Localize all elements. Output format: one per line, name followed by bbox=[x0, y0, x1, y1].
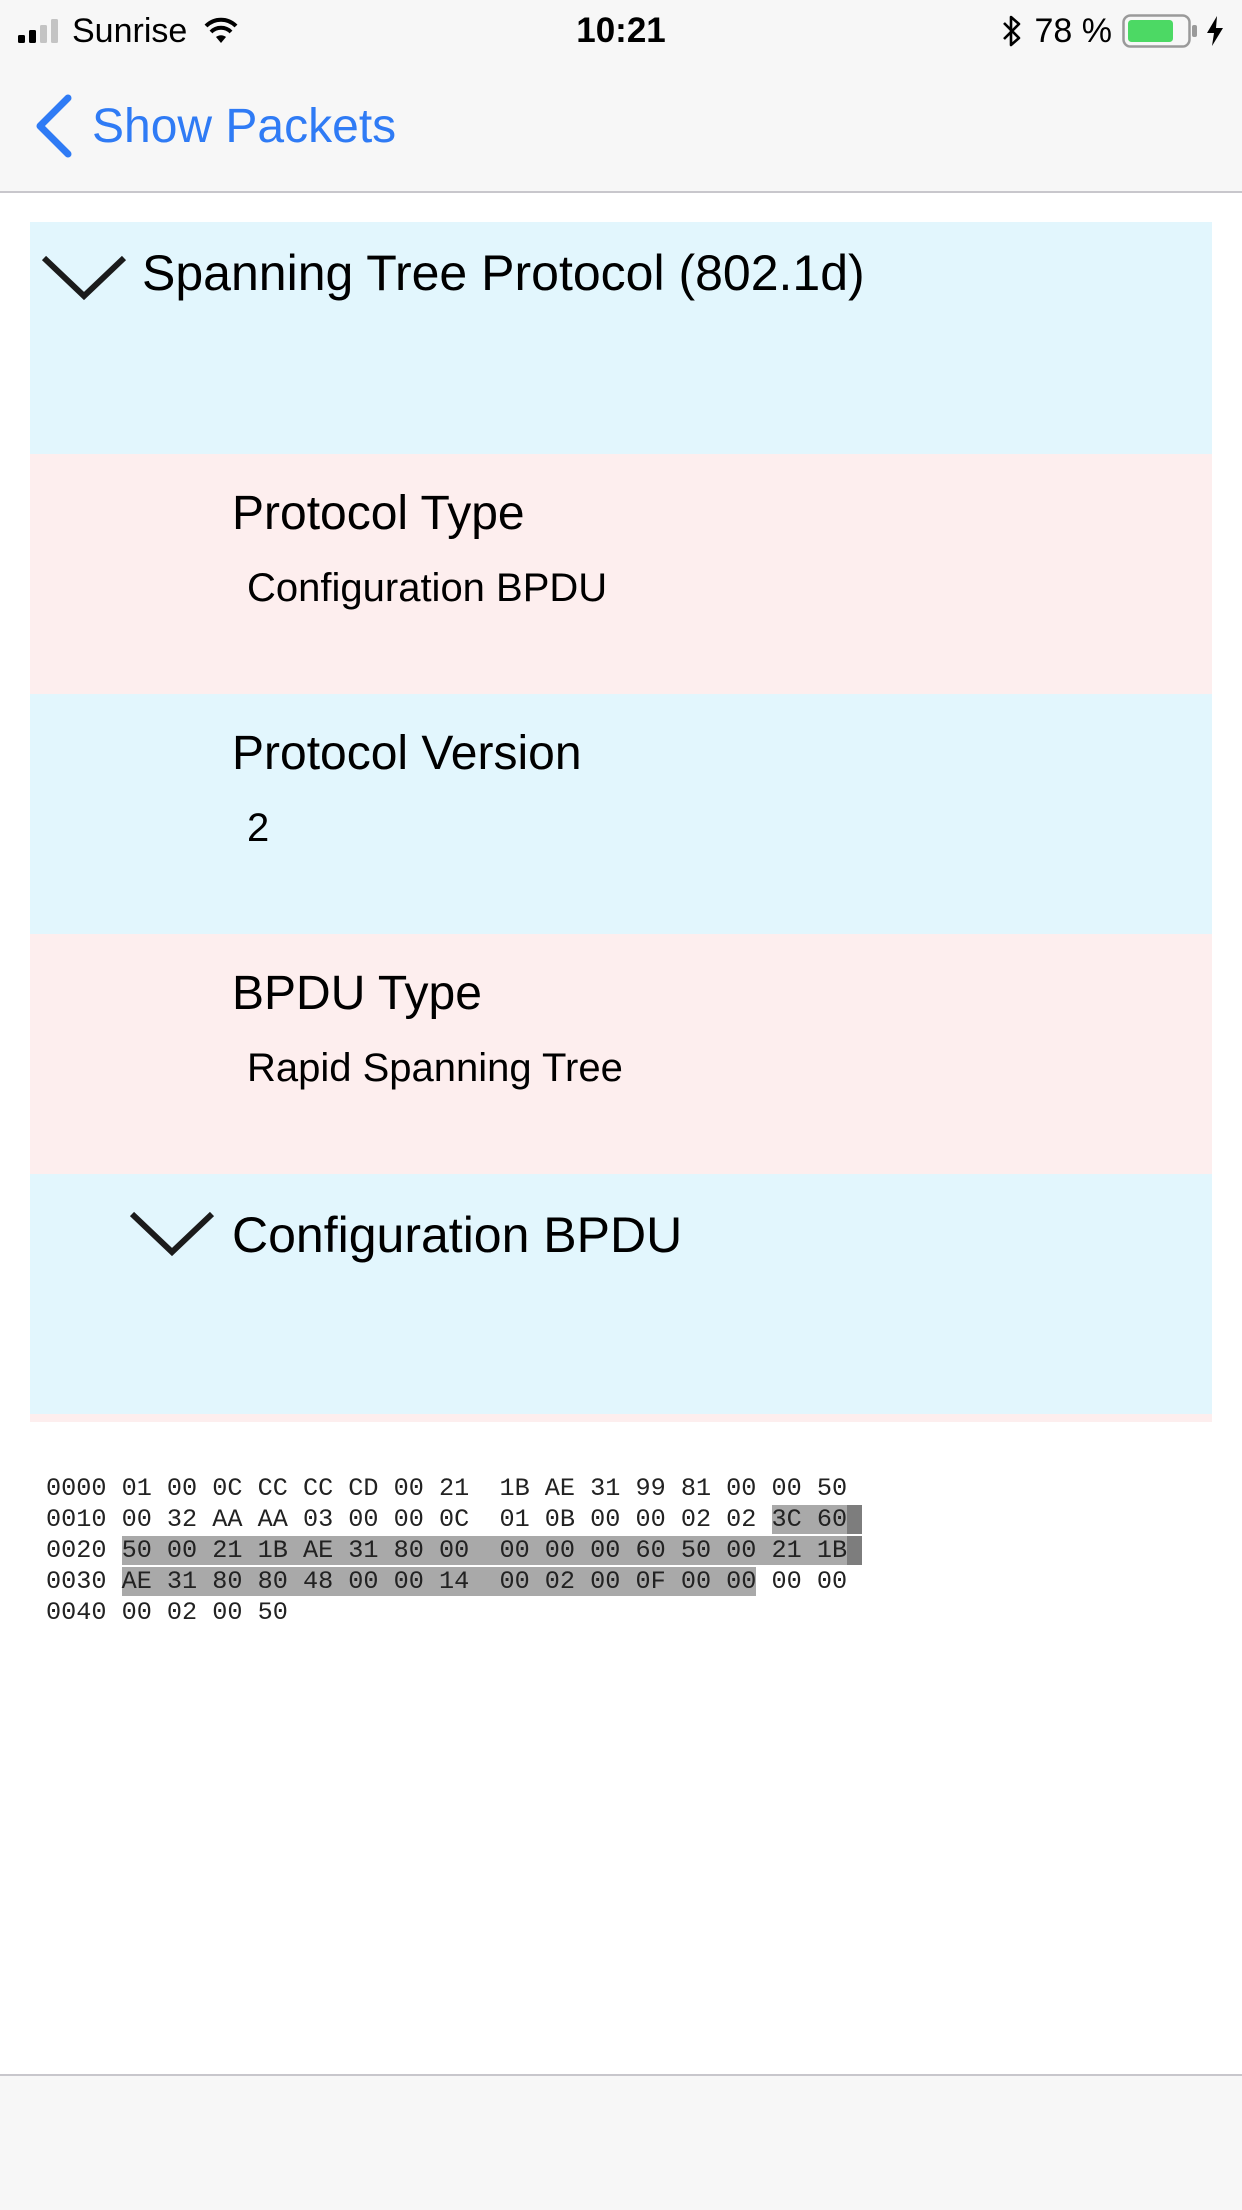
charging-icon bbox=[1207, 16, 1223, 46]
wifi-icon bbox=[204, 17, 238, 43]
bluetooth-icon bbox=[1002, 15, 1020, 47]
chevron-down-icon[interactable] bbox=[128, 1208, 216, 1260]
field-label: BPDU Type bbox=[232, 967, 482, 1020]
field-value: Configuration BPDU bbox=[247, 566, 608, 610]
status-left: Sunrise bbox=[18, 8, 239, 54]
hex-line-0000: 0000 01 00 0C CC CC CD 00 21 1B AE 31 99… bbox=[46, 1474, 848, 1503]
status-right: 78 % bbox=[1001, 8, 1227, 54]
bottom-toolbar bbox=[0, 2074, 1242, 2210]
protocol-tree[interactable]: Spanning Tree Protocol (802.1d) Protocol… bbox=[30, 222, 1212, 1422]
hex-line-0030: 0030 AE 31 80 80 48 00 00 14 00 02 00 0F… bbox=[46, 1566, 862, 1597]
navigation-bar: Show Packets bbox=[0, 62, 1242, 193]
hex-line-0040: 0040 00 02 00 50 bbox=[46, 1598, 288, 1627]
back-button[interactable]: Show Packets bbox=[34, 90, 396, 162]
tree-row-bpdu-type[interactable]: BPDU Type Rapid Spanning Tree bbox=[30, 934, 1212, 1174]
hex-line-0020: 0020 50 00 21 1B AE 31 80 00 00 00 00 60… bbox=[46, 1535, 863, 1566]
tree-subgroup-title: Configuration BPDU bbox=[232, 1207, 683, 1263]
signal-icon bbox=[18, 19, 62, 43]
hex-dump: 0000 01 00 0C CC CC CD 00 21 1B AE 31 99… bbox=[46, 1473, 863, 1628]
field-label: Protocol Version bbox=[232, 727, 582, 780]
tree-row-partial bbox=[30, 1414, 1212, 1422]
hex-line-0030-text: 0030 AE 31 80 80 48 00 00 14 00 02 00 0F… bbox=[46, 1567, 848, 1596]
chevron-left-icon bbox=[36, 94, 72, 158]
battery-icon bbox=[1122, 14, 1197, 48]
tree-row-protocol-type[interactable]: Protocol Type Configuration BPDU bbox=[30, 454, 1212, 694]
back-button-label: Show Packets bbox=[92, 99, 397, 153]
hex-line-0020-text: 0020 50 00 21 1B AE 31 80 00 00 00 00 60… bbox=[46, 1536, 863, 1565]
chevron-down-icon[interactable] bbox=[40, 252, 128, 304]
carrier-name: Sunrise bbox=[72, 11, 188, 50]
tree-row-spanning-tree-protocol[interactable]: Spanning Tree Protocol (802.1d) bbox=[30, 222, 1212, 454]
battery-percentage: 78 % bbox=[1034, 11, 1113, 50]
field-value: 2 bbox=[247, 806, 270, 850]
tree-group-title: Spanning Tree Protocol (802.1d) bbox=[142, 245, 865, 301]
tree-row-protocol-version[interactable]: Protocol Version 2 bbox=[30, 694, 1212, 934]
status-time: 10:21 bbox=[576, 11, 666, 50]
field-label: Protocol Type bbox=[232, 487, 525, 540]
status-bar: Sunrise 10:21 78 % bbox=[0, 0, 1242, 62]
hex-line-0010-text: 0010 00 32 AA AA 03 00 00 0C 01 0B 00 00… bbox=[46, 1505, 863, 1534]
tree-row-configuration-bpdu[interactable]: Configuration BPDU bbox=[30, 1174, 1212, 1414]
field-value: Rapid Spanning Tree bbox=[247, 1046, 623, 1090]
hex-line-0010: 0010 00 32 AA AA 03 00 00 0C 01 0B 00 00… bbox=[46, 1504, 863, 1535]
